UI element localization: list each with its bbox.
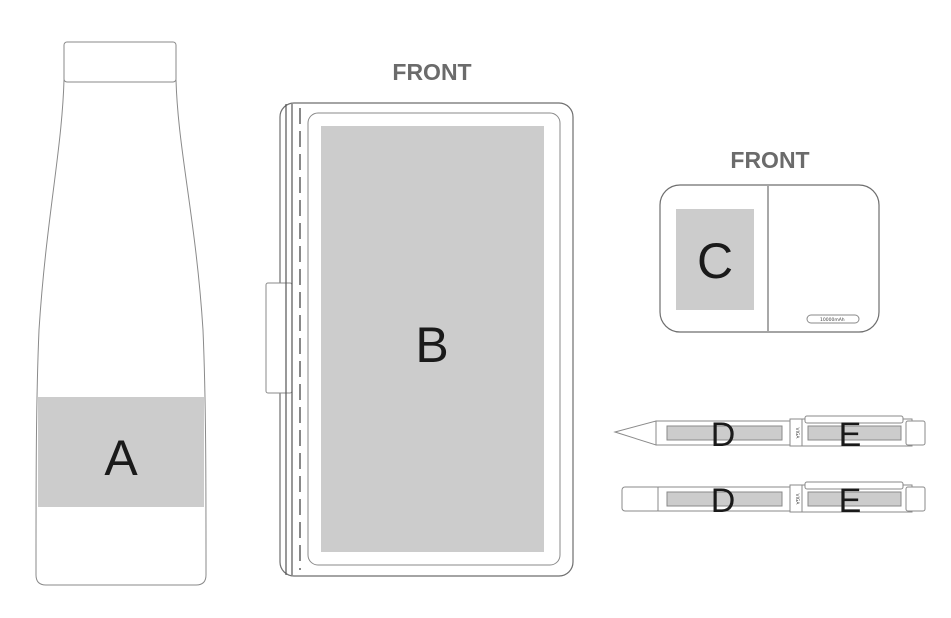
area-label-e-pen-2: E [839, 482, 862, 520]
pen-1-clip [804, 415, 904, 424]
print-area-d-pen-2 [666, 491, 783, 507]
print-area-e-pen-1 [807, 425, 902, 441]
powerbank: FRONT C 10000mAh [659, 147, 880, 333]
print-area-c [676, 209, 754, 310]
pen-1-brand: VIGA [794, 428, 800, 440]
print-area-b [321, 126, 544, 552]
pen-2-tip [621, 486, 661, 512]
bottle-body [35, 79, 207, 586]
front-label-notebook: FRONT [392, 59, 471, 85]
bottle-cap [63, 41, 177, 83]
pen-2-end [905, 486, 926, 512]
front-label-powerbank: FRONT [730, 147, 809, 173]
area-label-d-pen-1: D [711, 416, 736, 454]
notebook: FRONT B [265, 59, 574, 577]
capacity-badge [806, 314, 860, 324]
pen-1: VIGA D E [613, 415, 926, 454]
pen-1-end [905, 420, 926, 446]
pen-1-tip [613, 420, 657, 446]
capacity-text: 10000mAh [820, 317, 845, 323]
print-area-d-pen-1 [666, 425, 783, 441]
pen-2-clip [804, 481, 904, 490]
area-label-e-pen-1: E [839, 416, 862, 454]
area-label-b: B [415, 317, 448, 373]
print-area-a [38, 397, 204, 507]
area-label-d-pen-2: D [711, 482, 736, 520]
area-label-c: C [697, 233, 733, 289]
bottle: A [35, 41, 207, 586]
pen-2: VIGA D E [621, 481, 926, 520]
notebook-strap [265, 282, 293, 394]
print-area-e-pen-2 [807, 491, 902, 507]
area-label-a: A [104, 430, 138, 486]
pen-2-brand: VIGA [794, 494, 800, 506]
